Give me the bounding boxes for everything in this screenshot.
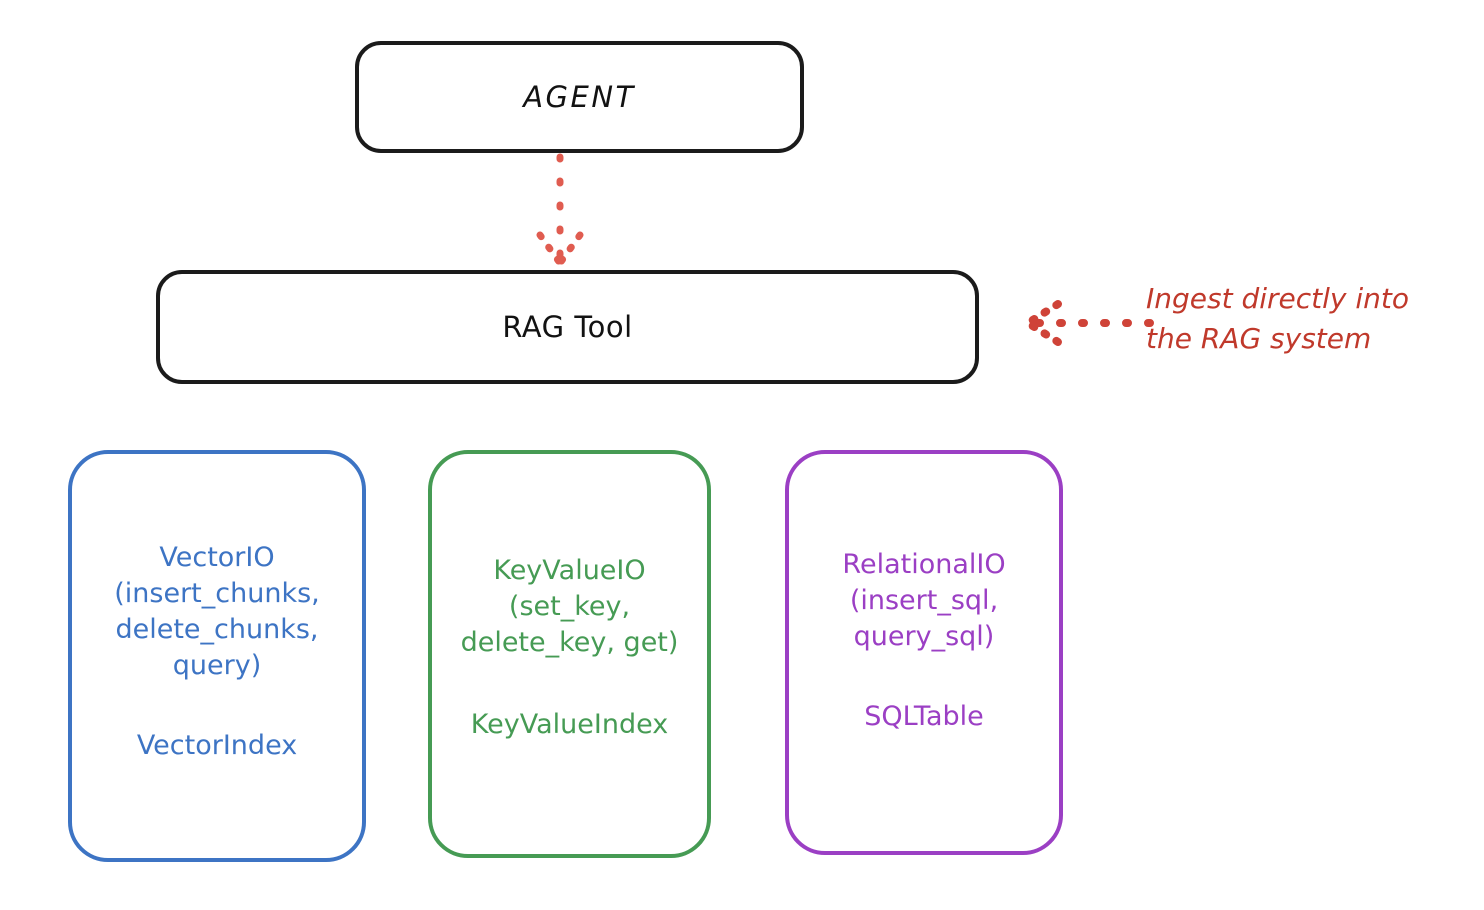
ingest-annotation-text: Ingest directly into the RAG system [1146,282,1410,355]
ingest-arrow-icon [1024,300,1154,346]
card-relational-index-label: SQLTable [864,700,984,732]
card-vector-store[interactable]: VectorIO (insert_chunks, delete_chunks, … [68,450,366,862]
card-keyvalue-io-label: KeyValueIO (set_key, delete_key, get) [460,555,679,658]
node-rag-tool-label: RAG Tool [502,310,633,344]
card-keyvalue-store[interactable]: KeyValueIO (set_key, delete_key, get) Ke… [428,450,711,858]
card-vector-io-label: VectorIO (insert_chunks, delete_chunks, … [114,542,320,681]
connector-agent-to-rag-tool [536,153,584,267]
node-rag-tool[interactable]: RAG Tool [156,270,979,384]
node-agent[interactable]: AGENT [355,41,804,153]
card-keyvalue-index-label: KeyValueIndex [470,708,669,740]
card-relational-store[interactable]: RelationalIO (insert_sql, query_sql) SQL… [785,450,1063,855]
node-agent-label: AGENT [523,80,636,114]
card-relational-io-label: RelationalIO (insert_sql, query_sql) [842,549,1006,652]
card-vector-index-label: VectorIndex [136,729,298,761]
